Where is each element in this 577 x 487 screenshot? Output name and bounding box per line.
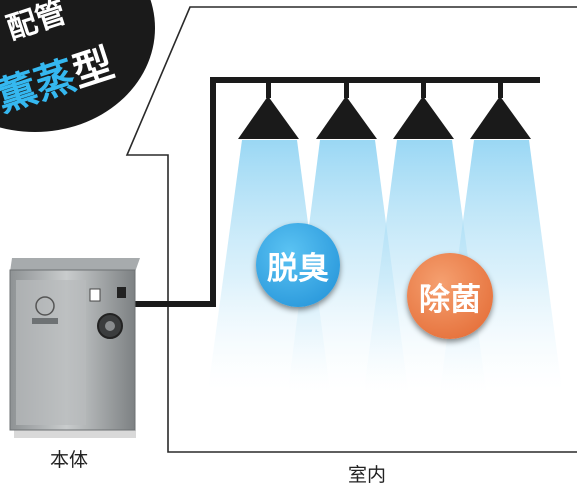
unit-shadow <box>14 430 136 438</box>
unit-caption: 本体 <box>50 449 89 471</box>
unit-switch <box>89 288 101 302</box>
room-outline <box>125 6 577 453</box>
main-unit <box>9 258 140 438</box>
deodorize-bubble: 脱臭 <box>256 223 340 307</box>
unit-front-panel <box>16 280 86 425</box>
nozzles <box>238 80 531 139</box>
type-badge-bg <box>0 0 155 132</box>
room-caption: 室内 <box>348 464 387 486</box>
nozzle-3 <box>393 80 454 139</box>
unit-indicator <box>117 287 126 298</box>
sterilize-bubble: 除菌 <box>407 253 493 339</box>
nozzle-1 <box>238 80 299 139</box>
nozzle-4 <box>470 80 531 139</box>
unit-emblem <box>35 296 55 316</box>
supply-pipe <box>130 77 540 307</box>
unit-top <box>10 258 140 272</box>
nozzle-2 <box>316 80 377 139</box>
